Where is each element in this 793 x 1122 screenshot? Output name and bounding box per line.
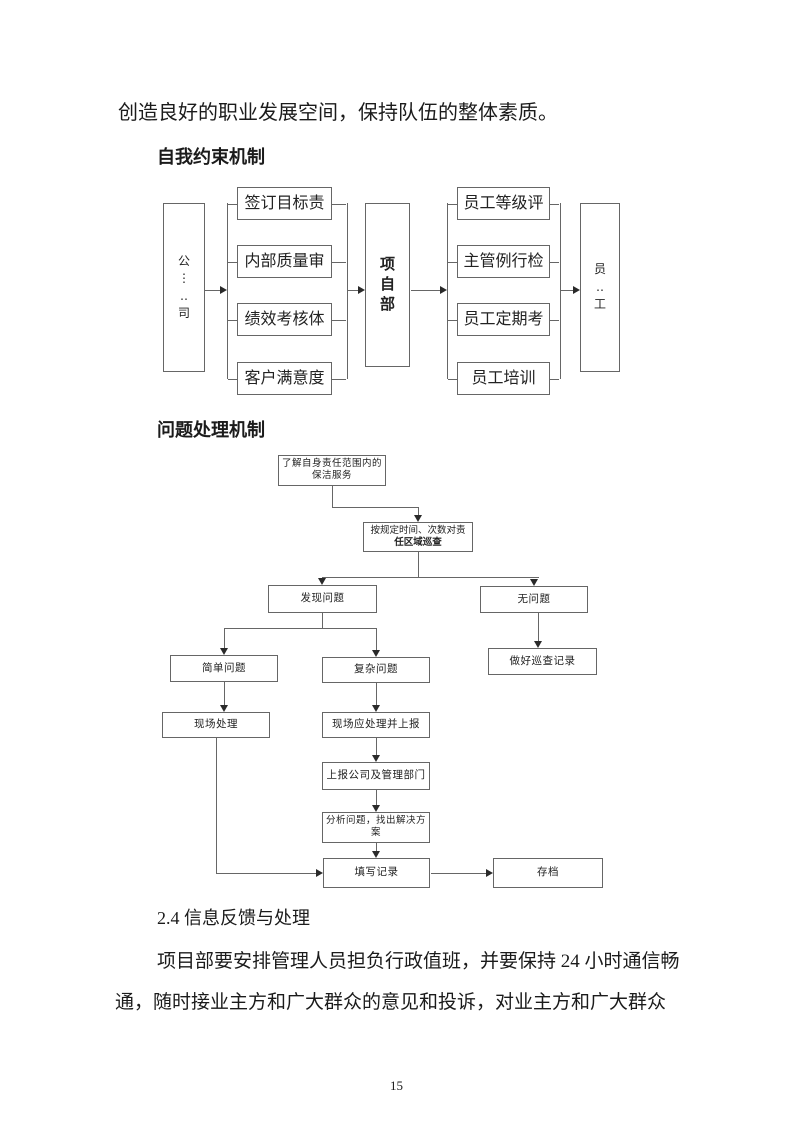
flow1-node-staff: 员 ‥ 工 [580, 203, 620, 372]
heading-self-restraint: 自我约束机制 [157, 147, 265, 167]
arrowhead-down-icon [220, 705, 228, 712]
connector-line [376, 738, 377, 755]
connector-line [376, 683, 377, 705]
arrowhead-right-icon [220, 286, 227, 294]
flow1-node-periodic-exam: 员工定期考 [448, 303, 559, 336]
flow1-node-satisfaction: 客户满意度 [228, 362, 346, 395]
connector-line [560, 203, 561, 379]
connector-line [431, 873, 486, 874]
connector-line [561, 290, 574, 291]
arrowhead-right-icon [316, 869, 323, 877]
flow1-node-internal-audit: 内部质量审 [228, 245, 346, 278]
flow2-node-onsite-handle-report: 现场应处理并上报 [322, 712, 430, 738]
arrowhead-right-icon [573, 286, 580, 294]
flow2-node-archive: 存档 [493, 858, 603, 888]
page-number: 15 [390, 1078, 403, 1093]
connector-line [418, 507, 419, 516]
arrowhead-down-icon [414, 515, 422, 522]
arrowhead-down-icon [220, 648, 228, 655]
arrowhead-down-icon [372, 851, 380, 858]
flow2-patrol-line2: 任区域巡查 [394, 538, 442, 548]
flow2-node-complex-problem: 复杂问题 [322, 657, 430, 683]
arrowhead-down-icon [372, 650, 380, 657]
flow2-node-analyze-solution: 分析问题，找出解决方 案 [322, 812, 430, 843]
flow1-node-performance: 绩效考核体 [228, 303, 346, 336]
problem-handling-flowchart: 了解自身责任范围内的 保洁服务 按规定时间、次数对责 任区域巡查 发现问题 无问… [0, 450, 793, 895]
connector-line [322, 577, 539, 578]
self-restraint-flowchart: 公 ⋮ ‥ 司 签订目标责 内部质量审 绩效考核体 客户满意度 项 自 部 员工… [0, 180, 793, 420]
connector-line [348, 290, 359, 291]
flow1-node-company: 公 ⋮ ‥ 司 [163, 203, 205, 372]
connector-line [216, 738, 217, 873]
flow1-node-sign-target: 签订目标责 [228, 187, 346, 220]
connector-line [224, 628, 377, 629]
arrowhead-down-icon [318, 578, 326, 585]
flow1-node-routine-check: 主管例行检 [448, 245, 559, 278]
arrowhead-down-icon [530, 579, 538, 586]
connector-line [376, 843, 377, 851]
connector-line [376, 628, 377, 650]
flow1-node-project-dept: 项 自 部 [365, 203, 410, 367]
flow2-patrol-line1: 按规定时间、次数对责 [370, 525, 466, 536]
connector-line [411, 290, 440, 291]
flow2-node-simple-problem: 简单问题 [170, 655, 278, 682]
flow2-node-fill-record: 填写记录 [323, 858, 430, 888]
arrowhead-right-icon [486, 869, 493, 877]
arrowhead-down-icon [372, 805, 380, 812]
body-paragraph-line1: 项目部要安排管理人员担负行政值班，并要保持 24 小时通信畅 [157, 951, 680, 972]
connector-line [224, 682, 225, 705]
connector-line [332, 507, 419, 508]
connector-line [322, 613, 323, 628]
flow2-node-no-problem: 无问题 [480, 586, 588, 613]
flow2-node-patrol: 按规定时间、次数对责 任区域巡查 [363, 522, 473, 552]
connector-line [224, 628, 225, 648]
connector-line [227, 203, 228, 379]
connector-line [538, 613, 539, 641]
flow1-node-training: 员工培训 [448, 362, 559, 395]
body-paragraph-line2: 通，随时接业主方和广大群众的意见和投诉，对业主方和广大群众 [115, 992, 667, 1013]
connector-line [332, 486, 333, 507]
flow1-node-grade-eval: 员工等级评 [448, 187, 559, 220]
flow2-node-understand-scope: 了解自身责任范围内的 保洁服务 [278, 455, 386, 486]
intro-paragraph: 创造良好的职业发展空间，保持队伍的整体素质。 [118, 102, 558, 124]
flow2-node-patrol-record: 做好巡查记录 [488, 648, 597, 675]
connector-line [418, 552, 419, 577]
connector-line [216, 873, 316, 874]
heading-problem-handling: 问题处理机制 [157, 420, 265, 440]
connector-line [347, 203, 348, 379]
arrowhead-right-icon [440, 286, 447, 294]
arrowhead-down-icon [372, 705, 380, 712]
arrowhead-right-icon [358, 286, 365, 294]
connector-line [205, 290, 221, 291]
arrowhead-down-icon [372, 755, 380, 762]
arrowhead-down-icon [534, 641, 542, 648]
flow2-node-problem-found: 发现问题 [268, 585, 377, 613]
section-heading: 2.4 信息反馈与处理 [157, 908, 310, 928]
flow2-node-onsite-handle: 现场处理 [162, 712, 270, 738]
connector-line [447, 203, 448, 379]
connector-line [376, 790, 377, 805]
flow2-node-report-company: 上报公司及管理部门 [322, 762, 430, 790]
